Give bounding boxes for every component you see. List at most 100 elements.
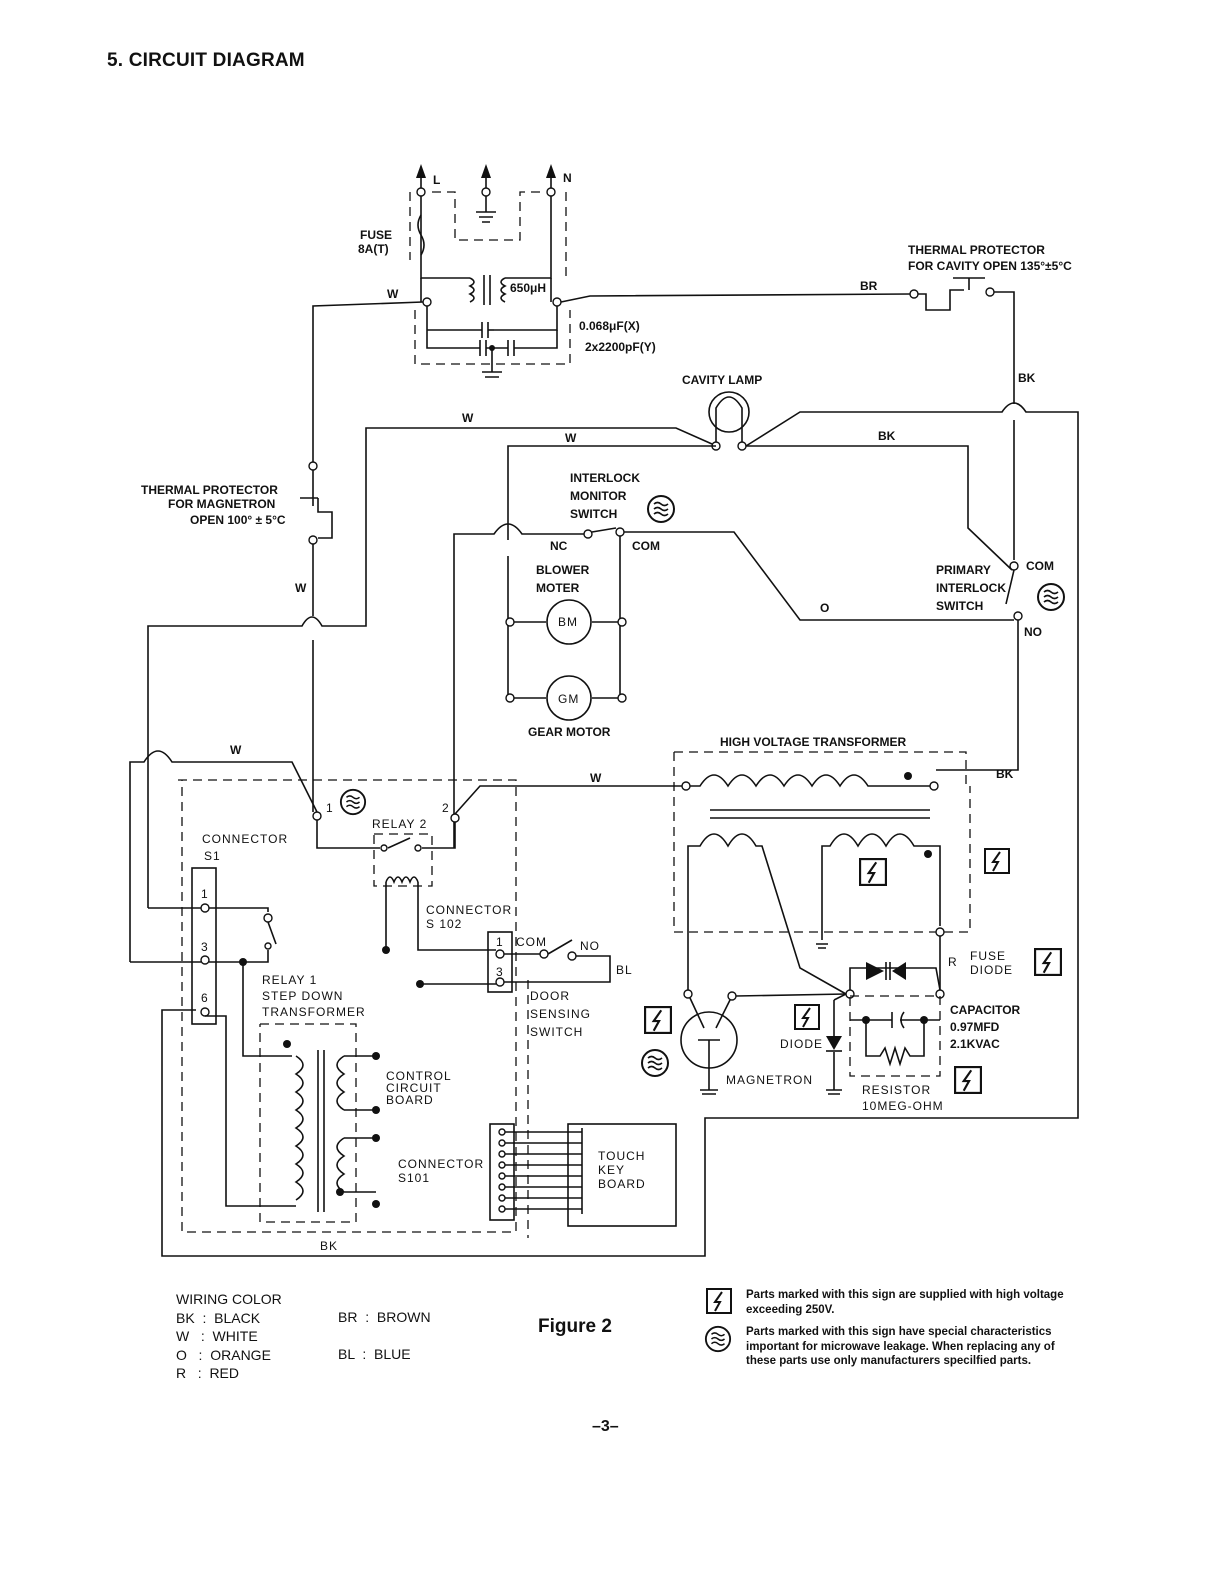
label-com: COM bbox=[632, 539, 660, 553]
legend-o: O : ORANGE bbox=[176, 1346, 271, 1363]
label-gear-motor: GEAR MOTOR bbox=[528, 725, 611, 739]
label-n: N bbox=[563, 171, 572, 185]
legend-bk: BK : BLACK bbox=[176, 1309, 261, 1326]
label-hv-transformer: HIGH VOLTAGE TRANSFORMER bbox=[720, 735, 907, 749]
label-control-3: BOARD bbox=[386, 1093, 434, 1107]
legend-br: BR : BROWN bbox=[338, 1309, 431, 1325]
label-bm: BM bbox=[558, 615, 578, 629]
cavity-lamp bbox=[708, 391, 750, 451]
fuse-diode bbox=[845, 962, 945, 999]
wire-bk-primary bbox=[746, 445, 1013, 571]
label-capacitor-1: CAPACITOR bbox=[950, 1003, 1021, 1017]
interlock-monitor-switch bbox=[453, 523, 1014, 848]
microwave-leakage-icon bbox=[704, 1325, 732, 1353]
legend-title: WIRING COLOR bbox=[176, 1291, 282, 1307]
label-fuse-rating: 8A(T) bbox=[358, 242, 389, 256]
label-door-2: SENSING bbox=[530, 1007, 591, 1021]
label-door-1: DOOR bbox=[530, 989, 570, 1003]
wire-w-left bbox=[312, 301, 424, 462]
label-door-com: COM bbox=[516, 935, 547, 949]
label-control-1: CONTROL bbox=[386, 1069, 452, 1083]
wiring-legend-col2: BR : BROWN BL : BLUE bbox=[338, 1308, 431, 1363]
label-touch-3: BOARD bbox=[598, 1177, 646, 1191]
label-thermal-mag-2: FOR MAGNETRON bbox=[168, 497, 275, 511]
label-primary-1: PRIMARY bbox=[936, 563, 991, 577]
legend-r: R : RED bbox=[176, 1365, 240, 1381]
label-nc: NC bbox=[550, 539, 568, 553]
label-fuse-diode-1: FUSE bbox=[970, 949, 1006, 963]
label-interlock-monitor-1: INTERLOCK bbox=[570, 471, 640, 485]
label-blower-1: BLOWER bbox=[536, 563, 590, 577]
label-capacitor-2: 0.97MFD bbox=[950, 1020, 1000, 1034]
wire-bk-return bbox=[161, 402, 1079, 1257]
label-gm: GM bbox=[558, 692, 579, 706]
wire-tag: BK bbox=[878, 429, 896, 443]
label-touch-2: KEY bbox=[598, 1163, 625, 1177]
relay-2 bbox=[312, 811, 496, 954]
hv-warning-icon bbox=[954, 1066, 982, 1094]
label-s102-pin3: 3 bbox=[496, 965, 504, 979]
connector-s102 bbox=[416, 931, 611, 1238]
note-mw-text: Parts marked with this sign have special… bbox=[746, 1326, 1055, 1367]
note-high-voltage: Parts marked with this sign are supplied… bbox=[706, 1288, 1086, 1317]
page-number: –3– bbox=[592, 1418, 619, 1435]
label-cap-x: 0.068μF(X) bbox=[579, 319, 640, 333]
label-s1-pin1: 1 bbox=[201, 887, 209, 901]
label-capacitor-3: 2.1KVAC bbox=[950, 1037, 1000, 1051]
label-connector-s1-1: CONNECTOR bbox=[202, 832, 288, 846]
wire-tag: W bbox=[462, 411, 474, 425]
note-microwave: Parts marked with this sign have special… bbox=[704, 1325, 1086, 1369]
legend-bl: BL : BLUE bbox=[338, 1345, 411, 1362]
microwave-leakage-icon bbox=[647, 495, 675, 523]
label-resistor-1: RESISTOR bbox=[862, 1083, 931, 1097]
inductor-coil bbox=[468, 277, 475, 303]
label-diode: DIODE bbox=[780, 1037, 823, 1051]
fuse-symbol bbox=[417, 214, 425, 256]
connector-s101 bbox=[489, 1123, 677, 1227]
label-interlock-monitor-3: SWITCH bbox=[570, 507, 617, 521]
hv-resistor bbox=[865, 1020, 925, 1067]
symbol-notes: Parts marked with this sign are supplied… bbox=[704, 1288, 1086, 1377]
label-primary-3: SWITCH bbox=[936, 599, 983, 613]
label-s102-pin1: 1 bbox=[496, 935, 504, 949]
wire-w-to-monitor bbox=[507, 445, 716, 540]
label-connector-s101-1: CONNECTOR bbox=[398, 1157, 484, 1171]
mains-input bbox=[409, 164, 571, 378]
label-connector-s1-2: S1 bbox=[204, 849, 221, 863]
label-thermal-mag-1: THERMAL PROTECTOR bbox=[141, 483, 278, 497]
label-thermal-mag-3: OPEN 100° ± 5°C bbox=[190, 513, 286, 527]
wire-tag: BK bbox=[1018, 371, 1036, 385]
microwave-leakage-icon bbox=[641, 1049, 669, 1077]
step-down-transformer bbox=[259, 1023, 380, 1223]
hv-warning-icon bbox=[984, 848, 1010, 874]
label-s1-pin3: 3 bbox=[201, 940, 209, 954]
hv-diode bbox=[826, 993, 847, 1095]
wire-tag: R bbox=[948, 955, 958, 969]
primary-interlock-switch bbox=[936, 561, 1023, 771]
label-relay1-3: TRANSFORMER bbox=[262, 1005, 366, 1019]
high-voltage-transformer bbox=[673, 751, 971, 995]
label-door-3: SWITCH bbox=[530, 1025, 583, 1039]
label-l: L bbox=[433, 173, 440, 187]
label-relay2-pin2: 2 bbox=[442, 801, 450, 815]
wiring-legend: WIRING COLOR BK : BLACK W : WHITE O : OR… bbox=[176, 1290, 282, 1383]
figure-caption: Figure 2 bbox=[538, 1316, 612, 1337]
microwave-leakage-icon bbox=[1037, 583, 1065, 611]
control-board-outline bbox=[178, 779, 517, 1233]
label-door-no: NO bbox=[580, 939, 600, 953]
wire-tag: BR bbox=[860, 279, 878, 293]
hv-warning-icon bbox=[644, 1006, 672, 1034]
label-primary-2: INTERLOCK bbox=[936, 581, 1006, 595]
label-cavity-lamp: CAVITY LAMP bbox=[682, 373, 762, 387]
wire-tag: W bbox=[565, 431, 577, 445]
hv-warning-icon bbox=[706, 1288, 732, 1314]
label-primary-no: NO bbox=[1024, 625, 1042, 639]
label-relay1-2: STEP DOWN bbox=[262, 989, 343, 1003]
wire-tag: W bbox=[387, 287, 399, 301]
label-relay2-pin1: 1 bbox=[326, 801, 334, 815]
wire-tag: BK bbox=[996, 767, 1014, 781]
label-connector-s101-2: S101 bbox=[398, 1171, 430, 1185]
wire-tag: W bbox=[230, 743, 242, 757]
note-hv-text: Parts marked with this sign are supplied… bbox=[746, 1289, 1064, 1316]
